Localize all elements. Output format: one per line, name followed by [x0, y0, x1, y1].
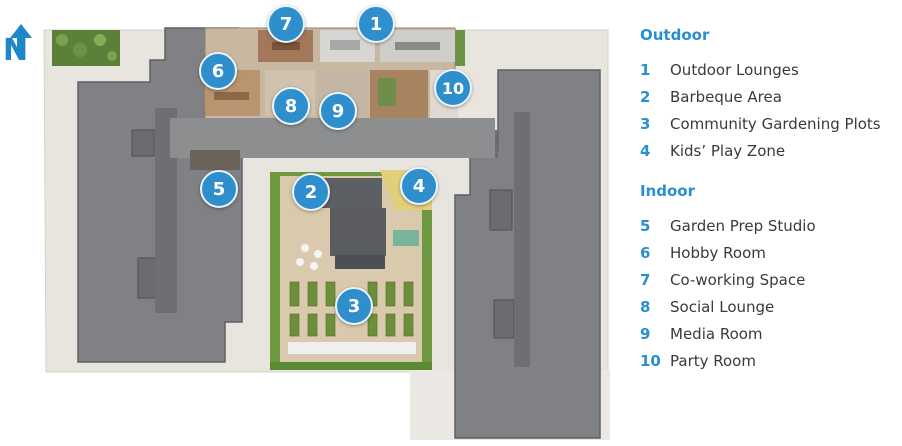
legend-number: 1	[640, 60, 651, 79]
legend-label: Hobby Room	[670, 243, 766, 262]
legend-label: Kids’ Play Zone	[670, 141, 786, 160]
map-marker-4[interactable]: 4	[400, 167, 438, 205]
legend-label: Party Room	[670, 351, 756, 370]
legend-item: 3 Community Gardening Plots	[640, 110, 900, 137]
legend-item: 1 Outdoor Lounges	[640, 56, 900, 83]
legend-number: 7	[640, 270, 651, 289]
legend: Outdoor 1 Outdoor Lounges 2 Barbeque Are…	[640, 22, 900, 374]
map-marker-10[interactable]: 10	[434, 69, 472, 107]
garden-plots	[289, 281, 414, 337]
legend-number: 2	[640, 87, 651, 106]
legend-label: Barbeque Area	[670, 87, 782, 106]
legend-label: Outdoor Lounges	[670, 60, 799, 79]
legend-item: 6 Hobby Room	[640, 239, 900, 266]
legend-number: 10	[640, 351, 661, 370]
legend-number: 8	[640, 297, 651, 316]
legend-item: 5 Garden Prep Studio	[640, 212, 900, 239]
legend-heading-outdoor: Outdoor	[640, 26, 710, 44]
map-marker-8[interactable]: 8	[272, 87, 310, 125]
legend-number: 3	[640, 114, 651, 133]
map-marker-7[interactable]: 7	[267, 5, 305, 43]
legend-label: Social Lounge	[670, 297, 775, 316]
north-label: N	[3, 33, 29, 68]
legend-item: 8 Social Lounge	[640, 293, 900, 320]
legend-item: 9 Media Room	[640, 320, 900, 347]
legend-label: Co-working Space	[670, 270, 806, 289]
map-marker-5[interactable]: 5	[200, 170, 238, 208]
legend-label: Media Room	[670, 324, 763, 343]
site-plan-map	[43, 27, 610, 440]
legend-item: 4 Kids’ Play Zone	[640, 137, 900, 164]
map-marker-2[interactable]: 2	[292, 173, 330, 211]
map-marker-6[interactable]: 6	[199, 52, 237, 90]
legend-number: 5	[640, 216, 651, 235]
legend-heading-indoor: Indoor	[640, 182, 696, 200]
legend-item: 10 Party Room	[640, 347, 900, 374]
legend-item: 2 Barbeque Area	[640, 83, 900, 110]
legend-number: 9	[640, 324, 651, 343]
map-marker-1[interactable]: 1	[357, 5, 395, 43]
map-marker-3[interactable]: 3	[335, 287, 373, 325]
north-arrow-icon	[10, 24, 32, 54]
map-marker-9[interactable]: 9	[319, 92, 357, 130]
legend-number: 6	[640, 243, 651, 262]
legend-item: 7 Co-working Space	[640, 266, 900, 293]
legend-label: Community Gardening Plots	[670, 114, 881, 133]
legend-label: Garden Prep Studio	[670, 216, 816, 235]
legend-number: 4	[640, 141, 651, 160]
